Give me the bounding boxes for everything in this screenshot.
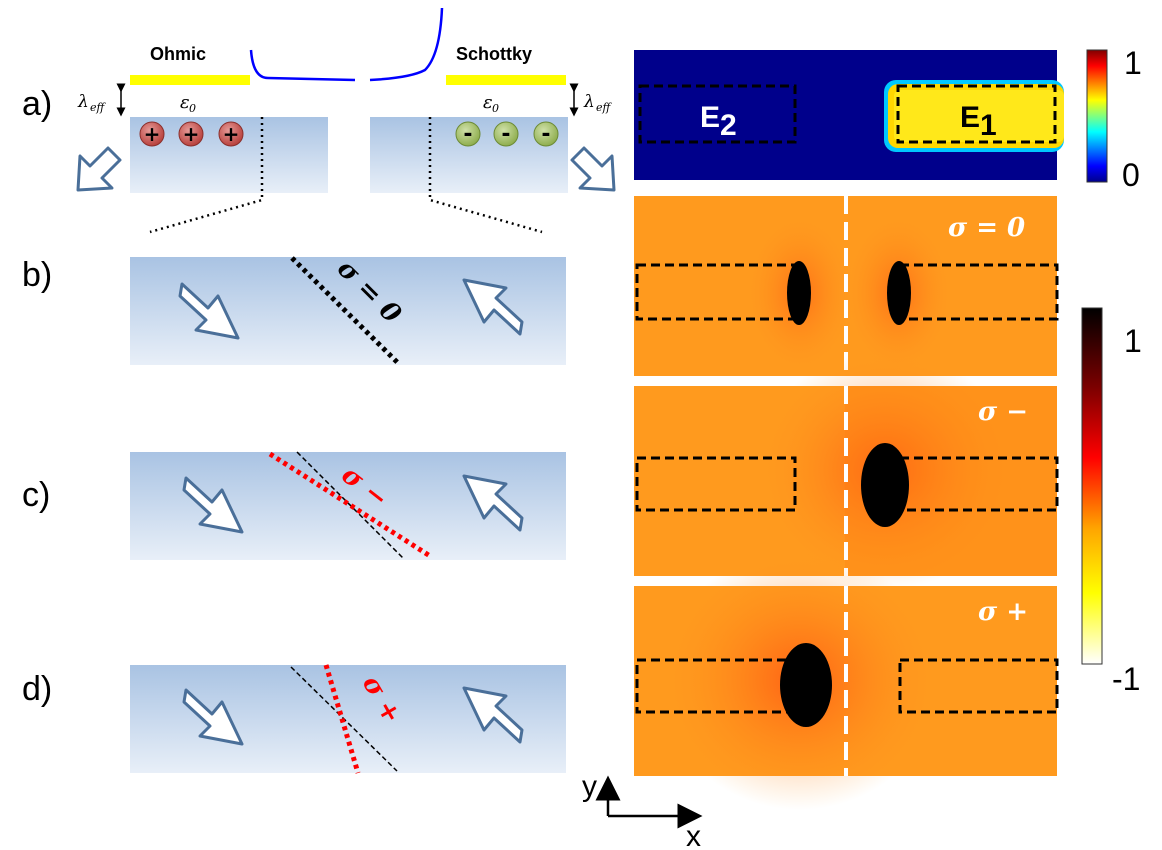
lambda-symbol-right: λ xyxy=(583,92,595,112)
electrode-outline-c-left xyxy=(635,456,797,512)
charge-map-b: σ = 0 xyxy=(634,196,1059,376)
positive-charge-sign-1: + xyxy=(144,122,161,146)
panel-label-b: b) xyxy=(22,256,52,294)
electrode-outline-e2 xyxy=(638,84,797,144)
colorbar-top-min: 0 xyxy=(1122,157,1140,193)
reference-wall-line-c xyxy=(296,451,404,559)
positive-charge-3 xyxy=(218,121,244,147)
lambda-eff-right: λ eff xyxy=(569,83,613,117)
field-map-top: E 2 E 1 xyxy=(634,50,1064,180)
y-axis-label: y xyxy=(582,770,597,803)
colorbar-top-max: 1 xyxy=(1124,45,1142,81)
polarization-arrow-d-left xyxy=(182,688,244,746)
electrode-e2-label: E xyxy=(700,101,720,134)
charge-map-c: σ − xyxy=(634,350,1059,590)
panel-label-a: a) xyxy=(22,85,52,123)
epsilon-symbol-right: ε xyxy=(483,92,493,113)
ohmic-electrode xyxy=(130,75,250,85)
map-label-b: σ = 0 xyxy=(948,213,1025,243)
positive-charge-2 xyxy=(178,121,204,147)
electrode-outline-d-right xyxy=(898,658,1059,714)
charge-blob-c xyxy=(861,443,909,527)
negative-charge-sign-3: - xyxy=(541,122,550,147)
polarization-arrow-c-right xyxy=(462,474,524,532)
epsilon-symbol-left: ε xyxy=(180,92,190,113)
positive-charge-sign-2: + xyxy=(183,122,200,146)
map-label-d: σ + xyxy=(978,597,1028,627)
panel-label-c: c) xyxy=(22,476,50,514)
electrode-e2-subscript: 2 xyxy=(720,109,737,142)
panel-label-d: d) xyxy=(22,670,52,708)
schottky-charges: - - - xyxy=(455,121,559,147)
schottky-polarization-arrow xyxy=(570,146,616,192)
schottky-electrode xyxy=(446,75,566,85)
lambda-subscript-left: eff xyxy=(90,101,107,114)
negative-charge-3 xyxy=(533,121,559,147)
positive-charge-1 xyxy=(139,121,165,147)
epsilon-subscript-left: 0 xyxy=(189,102,196,115)
electrode-e1-subscript: 1 xyxy=(980,109,997,142)
ohmic-polarization-arrow xyxy=(76,146,122,192)
colorbar-bottom-scale xyxy=(1081,307,1103,665)
charge-blob-d xyxy=(780,643,832,727)
colorbar-bottom: 1 -1 xyxy=(1081,307,1142,697)
lambda-symbol-left: λ xyxy=(77,92,89,112)
electrode-outline-b-right xyxy=(898,263,1059,321)
colorbar-top-scale xyxy=(1086,49,1108,183)
lambda-eff-left: λ eff xyxy=(77,83,126,117)
electrode-outline-e1 xyxy=(896,84,1057,144)
electrode-outline-d-left xyxy=(635,658,797,714)
charge-blob-b-left xyxy=(787,261,811,325)
wall-line-d xyxy=(323,664,361,774)
wall-line-b xyxy=(290,256,400,365)
colorbar-top: 1 0 xyxy=(1086,45,1142,193)
schottky-potential-curve xyxy=(369,7,444,82)
negative-charge-sign-1: - xyxy=(463,122,472,147)
negative-charge-1 xyxy=(455,121,481,147)
axis-indicator: y x xyxy=(582,770,703,850)
charge-map-d: σ + xyxy=(634,550,1059,810)
negative-charge-sign-2: - xyxy=(501,122,510,147)
epsilon-subscript-right: 0 xyxy=(492,102,499,115)
ohmic-label: Ohmic xyxy=(150,44,206,64)
polarization-arrow-d-right xyxy=(462,686,524,744)
positive-charge-sign-3: + xyxy=(223,122,240,146)
polarization-arrow-b-left xyxy=(178,282,240,340)
x-axis-label: x xyxy=(686,820,701,850)
electrode-outline-b-left xyxy=(635,263,797,321)
lambda-subscript-right: eff xyxy=(596,101,613,114)
map-label-c: σ − xyxy=(978,397,1028,427)
negative-charge-2 xyxy=(493,121,519,147)
electrode-e1-label: E xyxy=(960,101,980,134)
polarization-arrow-c-left xyxy=(182,476,244,534)
electrode-outline-c-right xyxy=(898,456,1059,512)
schottky-label: Schottky xyxy=(456,44,532,64)
polarization-arrow-b-right xyxy=(462,278,524,336)
ohmic-potential-curve xyxy=(249,49,356,82)
colorbar-bottom-min: -1 xyxy=(1112,661,1140,697)
field-e1-region xyxy=(894,90,1064,142)
ohmic-charges: + + + xyxy=(139,121,244,147)
colorbar-bottom-max: 1 xyxy=(1124,323,1142,359)
